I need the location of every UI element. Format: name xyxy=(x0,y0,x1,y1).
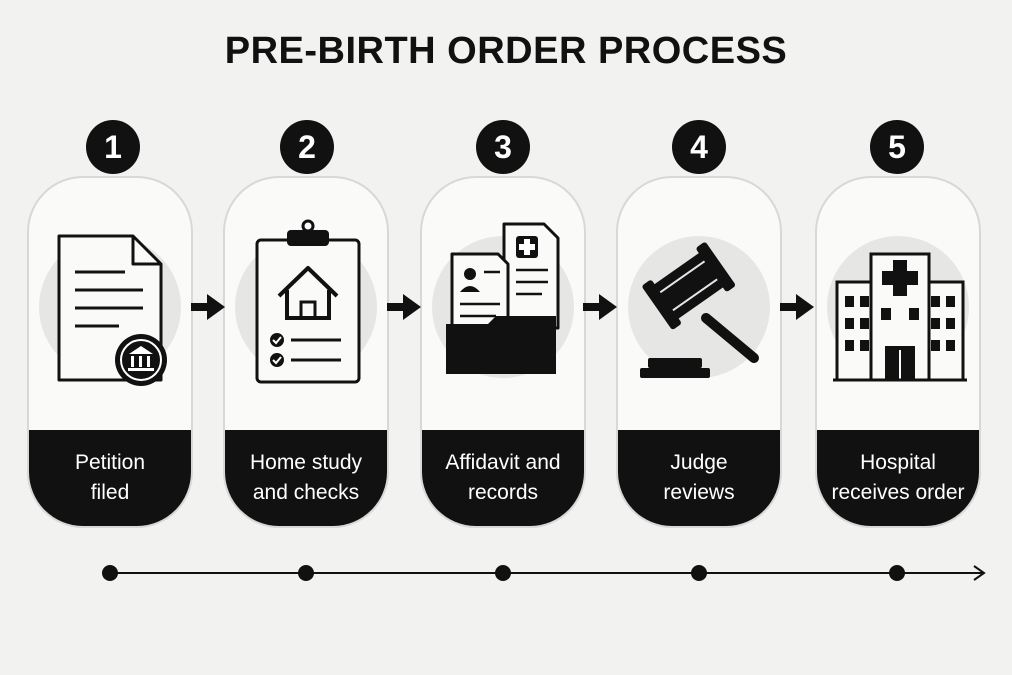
document-with-courthouse-seal-icon xyxy=(57,234,167,386)
page-title: PRE-BIRTH ORDER PROCESS xyxy=(224,30,788,72)
step-4-number: 4 xyxy=(672,120,726,174)
timeline-dot xyxy=(298,565,314,581)
step-3-label: Affidavit and records xyxy=(422,430,584,526)
step-5-card: Hospital receives order xyxy=(815,176,981,528)
arrow-right-icon xyxy=(191,294,225,320)
folder-with-records-icon xyxy=(446,222,560,374)
timeline-dot xyxy=(102,565,118,581)
step-1-number: 1 xyxy=(86,120,140,174)
timeline-dot xyxy=(691,565,707,581)
step-2-label: Home study and checks xyxy=(225,430,387,526)
timeline-dot xyxy=(889,565,905,581)
step-2-card: Home study and checks xyxy=(223,176,389,528)
step-5-label: Hospital receives order xyxy=(817,430,979,526)
step-4-label: Judge reviews xyxy=(618,430,780,526)
step-3-card: Affidavit and records xyxy=(420,176,586,528)
step-1-card: Petition filed xyxy=(27,176,193,528)
step-2-number: 2 xyxy=(280,120,334,174)
timeline-dot xyxy=(495,565,511,581)
step-5-number: 5 xyxy=(870,120,924,174)
arrow-right-icon xyxy=(583,294,617,320)
step-4-card: Judge reviews xyxy=(616,176,782,528)
timeline xyxy=(102,565,986,581)
arrow-right-icon xyxy=(780,294,814,320)
step-1-label: Petition filed xyxy=(29,430,191,526)
gavel-icon xyxy=(640,242,759,378)
arrow-right-icon xyxy=(387,294,421,320)
hospital-icon xyxy=(833,252,967,382)
clipboard-house-checklist-icon xyxy=(255,219,361,384)
step-3-number: 3 xyxy=(476,120,530,174)
